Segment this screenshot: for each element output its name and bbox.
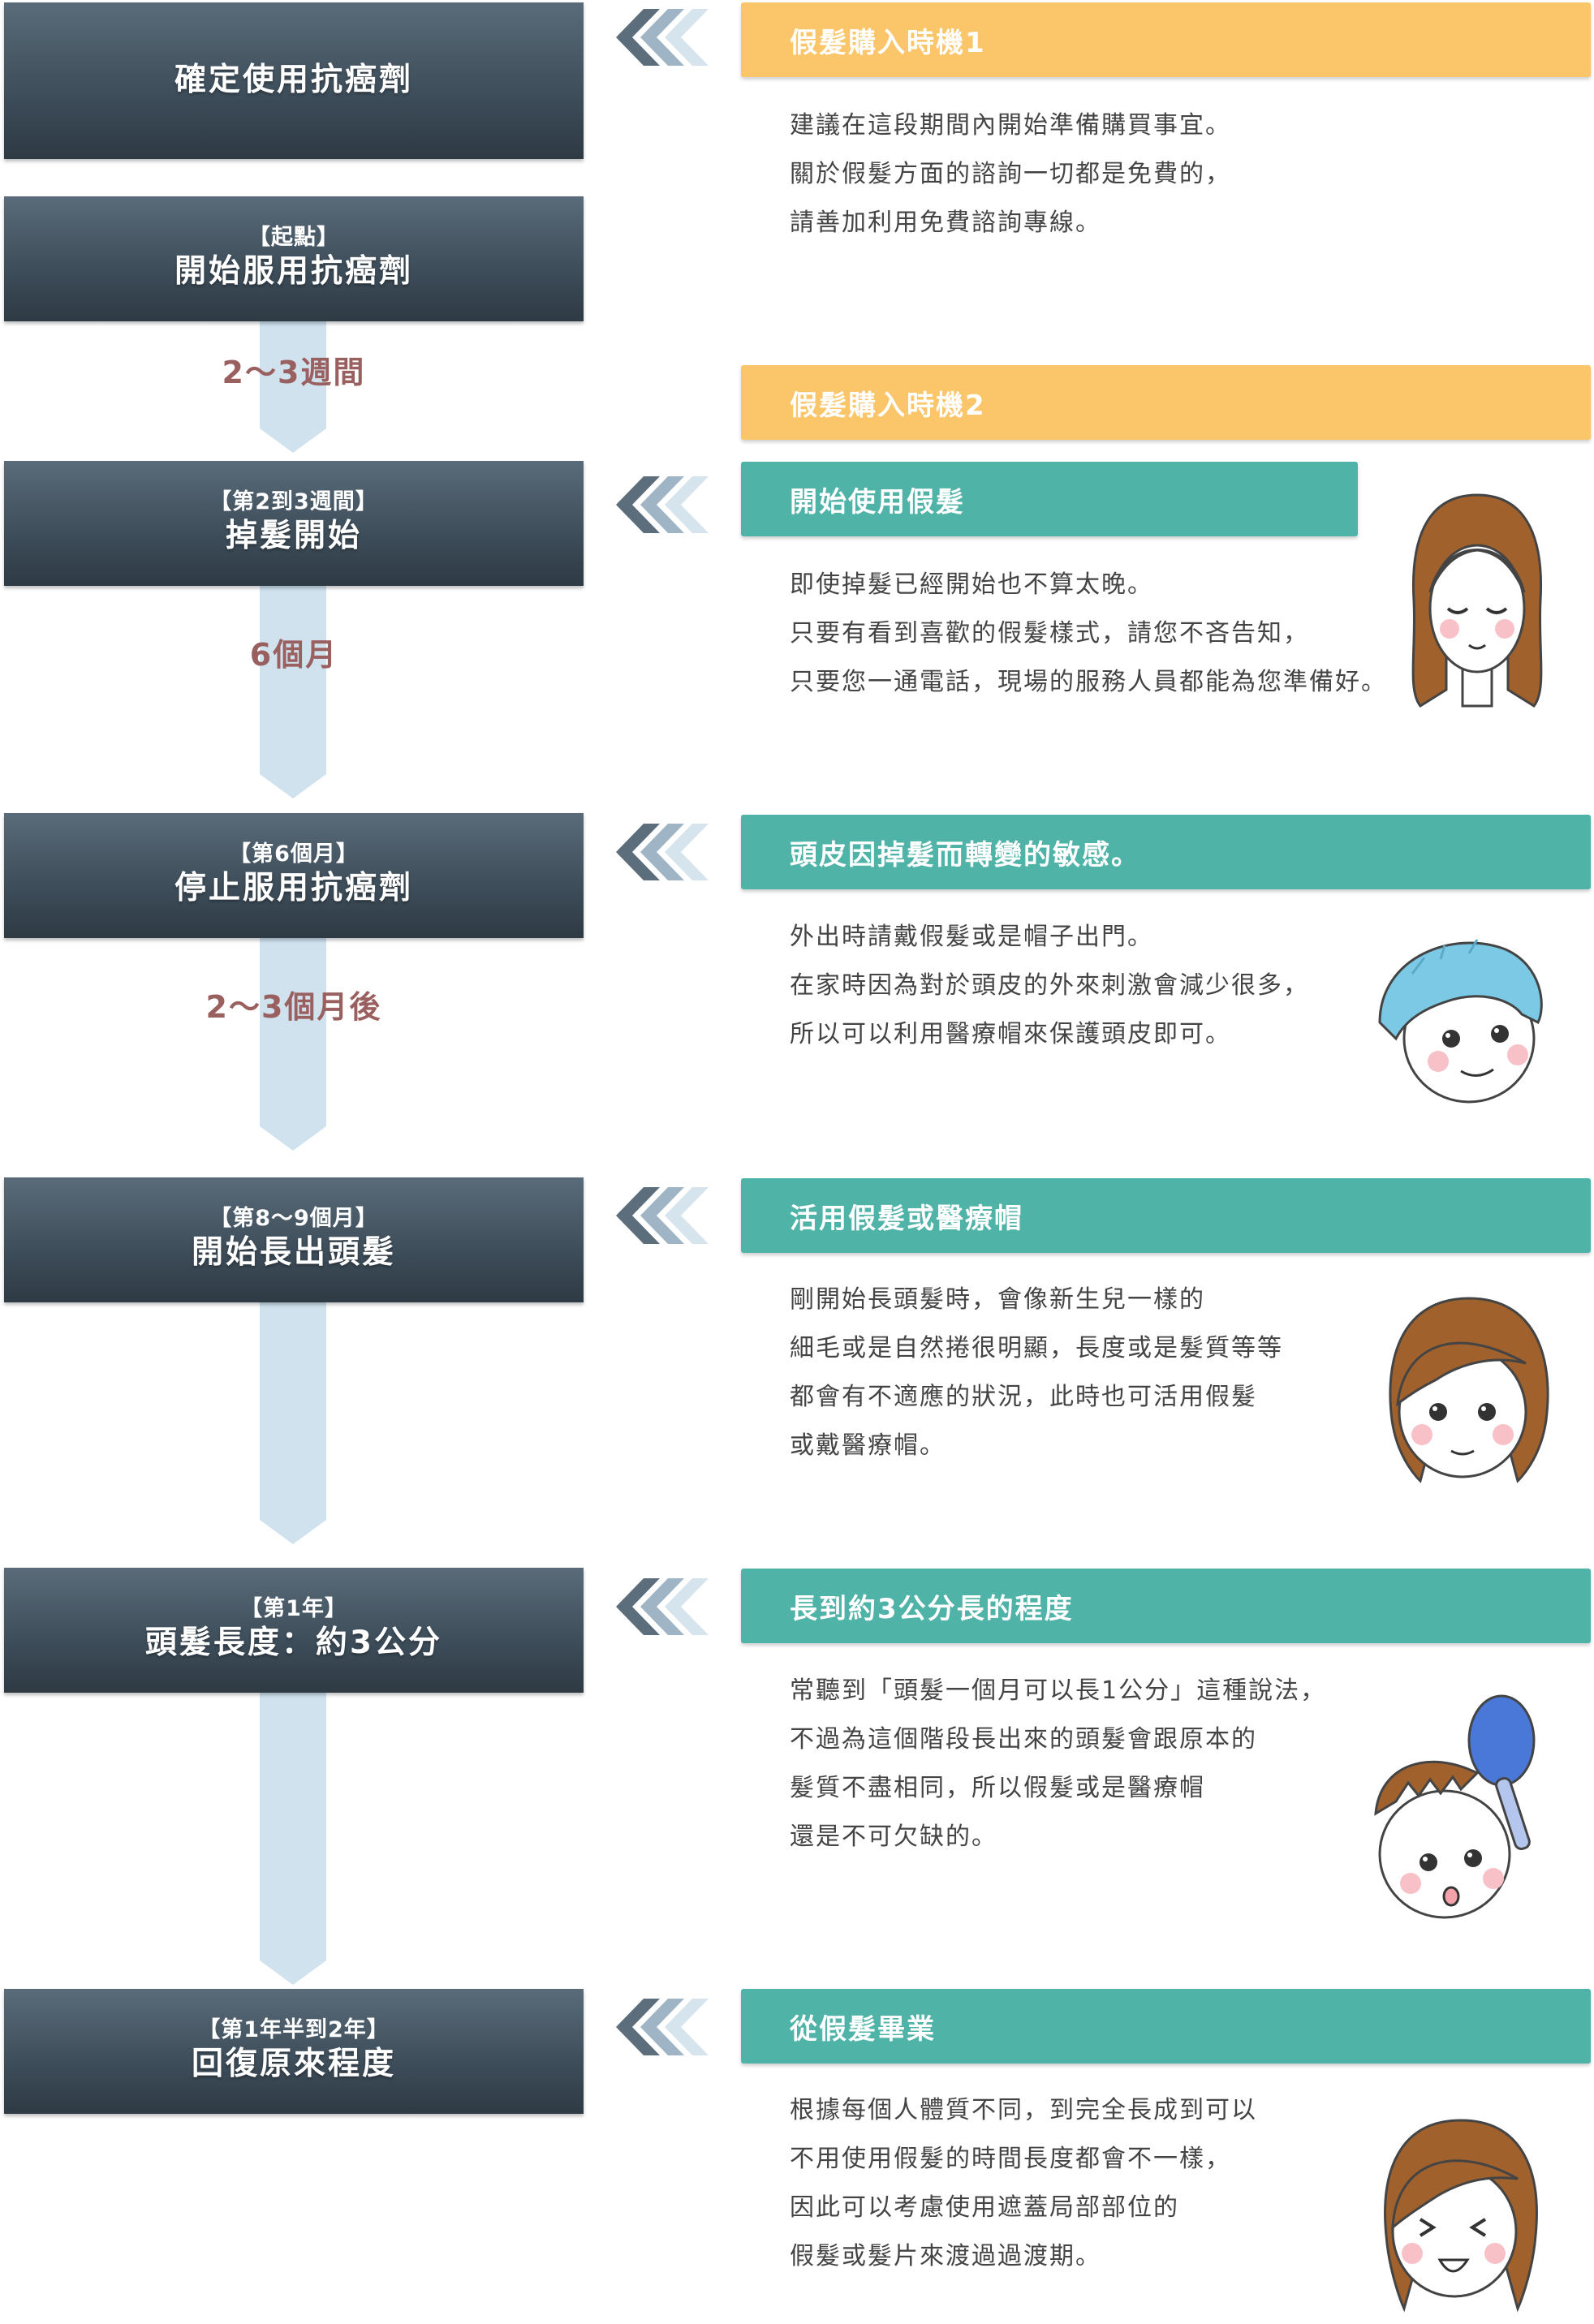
detail-header: 頭皮因掉髮而轉變的敏感。 <box>741 815 1591 889</box>
timeline-arrow <box>260 1126 326 1151</box>
stage-box-year-one: 【第1年】 頭髮長度：約3公分 <box>4 1568 584 1693</box>
detail-header: 開始使用假髮 <box>741 462 1358 536</box>
stage-tag: 【第2到3週間】 <box>209 489 378 515</box>
timeline-arrow <box>260 428 326 453</box>
detail-header: 假髮購入時機1 <box>741 2 1591 77</box>
stage-box-recovered: 【第1年半到2年】 回復原來程度 <box>4 1989 584 2114</box>
stage-title: 停止服用抗癌劑 <box>174 869 413 906</box>
detail-header: 長到約3公分長的程度 <box>741 1569 1591 1643</box>
stage-tag: 【第1年半到2年】 <box>198 2017 390 2043</box>
timeline-connector <box>260 321 326 428</box>
stage-title: 頭髮長度：約3公分 <box>144 1624 443 1661</box>
interval-label: 2～3個月後 <box>205 989 382 1025</box>
stage-title: 確定使用抗癌劑 <box>174 62 413 99</box>
description-line: 外出時請戴假髮或是帽子出門。 <box>790 923 1153 951</box>
timeline-connector <box>260 1302 326 1520</box>
description-line: 只要有看到喜歡的假髮樣式，請您不吝告知， <box>790 619 1309 648</box>
timeline-arrow <box>260 1520 326 1544</box>
description-line: 假髮或髮片來渡過過渡期。 <box>790 2242 1101 2270</box>
description-line: 還是不可欠缺的。 <box>790 1823 997 1851</box>
stage-box-regrowth: 【第8～9個月】 開始長出頭髮 <box>4 1177 584 1302</box>
timeline-connector <box>260 1693 326 1960</box>
description-line: 常聽到「頭髮一個月可以長1公分」這種說法， <box>790 1676 1327 1705</box>
face-short-hair-icon <box>1389 1297 1549 1483</box>
detail-header: 從假髮畢業 <box>741 1989 1591 2064</box>
stage-title: 開始長出頭髮 <box>191 1233 396 1271</box>
chevron-left-icon <box>616 9 709 66</box>
detail-header: 活用假髮或醫療帽 <box>741 1178 1591 1253</box>
description-line: 在家時因為對於頭皮的外來刺激會減少很多， <box>790 971 1309 1000</box>
description-line: 都會有不適應的狀況，此時也可活用假髮 <box>790 1383 1257 1411</box>
description-line: 關於假髮方面的諮詢一切都是免費的， <box>790 160 1231 188</box>
detail-description: 根據每個人體質不同，到完全長成到可以 不用使用假髮的時間長度都會不一樣， 因此可… <box>790 2086 1257 2281</box>
stage-tag: 【第8～9個月】 <box>209 1206 378 1232</box>
stage-tag: 【第6個月】 <box>229 841 359 867</box>
description-line: 細毛或是自然捲很明顯，長度或是髮質等等 <box>790 1334 1283 1362</box>
stage-box-decide: 確定使用抗癌劑 <box>4 2 584 159</box>
description-line: 即使掉髮已經開始也不算太晚。 <box>790 570 1153 599</box>
chevron-left-icon <box>616 1187 709 1244</box>
description-line: 請善加利用免費諮詢專線。 <box>790 209 1101 237</box>
description-line: 剛開始長頭髮時，會像新生兒一樣的 <box>790 1285 1205 1314</box>
stage-tag: 【起點】 <box>248 225 339 251</box>
face-smiling-icon <box>1384 2119 1538 2313</box>
description-line: 根據每個人體質不同，到完全長成到可以 <box>790 2096 1257 2124</box>
detail-description: 剛開始長頭髮時，會像新生兒一樣的 細毛或是自然捲很明顯，長度或是髮質等等 都會有… <box>790 1276 1283 1470</box>
stage-box-hair-loss: 【第2到3週間】 掉髮開始 <box>4 461 584 586</box>
description-line: 建議在這段期間內開始準備購買事宜。 <box>790 111 1231 140</box>
timeline-connector <box>260 938 326 1126</box>
stage-tag: 【第1年】 <box>240 1596 347 1622</box>
interval-label: 6個月 <box>249 637 338 673</box>
detail-description: 外出時請戴假髮或是帽子出門。 在家時因為對於頭皮的外來刺激會減少很多， 所以可以… <box>790 913 1309 1059</box>
stage-title: 開始服用抗癌劑 <box>174 252 413 290</box>
chevron-left-icon <box>616 1999 709 2055</box>
timeline-arrow <box>260 1960 326 1985</box>
stage-box-start: 【起點】 開始服用抗癌劑 <box>4 196 584 321</box>
description-line: 或戴醫療帽。 <box>790 1431 946 1460</box>
description-line: 不用使用假髮的時間長度都會不一樣， <box>790 2145 1231 2173</box>
chevron-left-icon <box>616 824 709 880</box>
stage-box-stop: 【第6個月】 停止服用抗癌劑 <box>4 813 584 938</box>
detail-description: 即使掉髮已經開始也不算太晚。 只要有看到喜歡的假髮樣式，請您不吝告知， 只要您一… <box>790 561 1387 707</box>
chevron-left-icon <box>616 476 709 533</box>
description-line: 只要您一通電話，現場的服務人員都能為您準備好。 <box>790 668 1387 696</box>
interval-label: 2～3週間 <box>222 355 366 390</box>
description-line: 所以可以利用醫療帽來保護頭皮即可。 <box>790 1020 1231 1048</box>
stage-title: 掉髮開始 <box>225 517 362 554</box>
description-line: 不過為這個階段長出來的頭髮會跟原本的 <box>790 1725 1257 1754</box>
face-medical-cap-icon <box>1378 939 1543 1104</box>
timeline-arrow <box>260 774 326 798</box>
timeline-connector <box>260 586 326 774</box>
detail-description: 常聽到「頭髮一個月可以長1公分」這種說法， 不過為這個階段長出來的頭髮會跟原本的… <box>790 1667 1326 1861</box>
detail-header: 假髮購入時機2 <box>741 365 1591 440</box>
chevron-left-icon <box>616 1578 709 1635</box>
description-line: 髮質不盡相同，所以假髮或是醫療帽 <box>790 1774 1205 1802</box>
face-long-hair-closed-eyes-icon <box>1411 493 1543 708</box>
description-line: 因此可以考慮使用遮蓋局部部位的 <box>790 2193 1179 2222</box>
face-brushing-hair-icon <box>1374 1694 1536 1919</box>
detail-description: 建議在這段期間內開始準備購買事宜。 關於假髮方面的諮詢一切都是免費的， 請善加利… <box>790 101 1231 247</box>
stage-title: 回復原來程度 <box>191 2045 396 2082</box>
